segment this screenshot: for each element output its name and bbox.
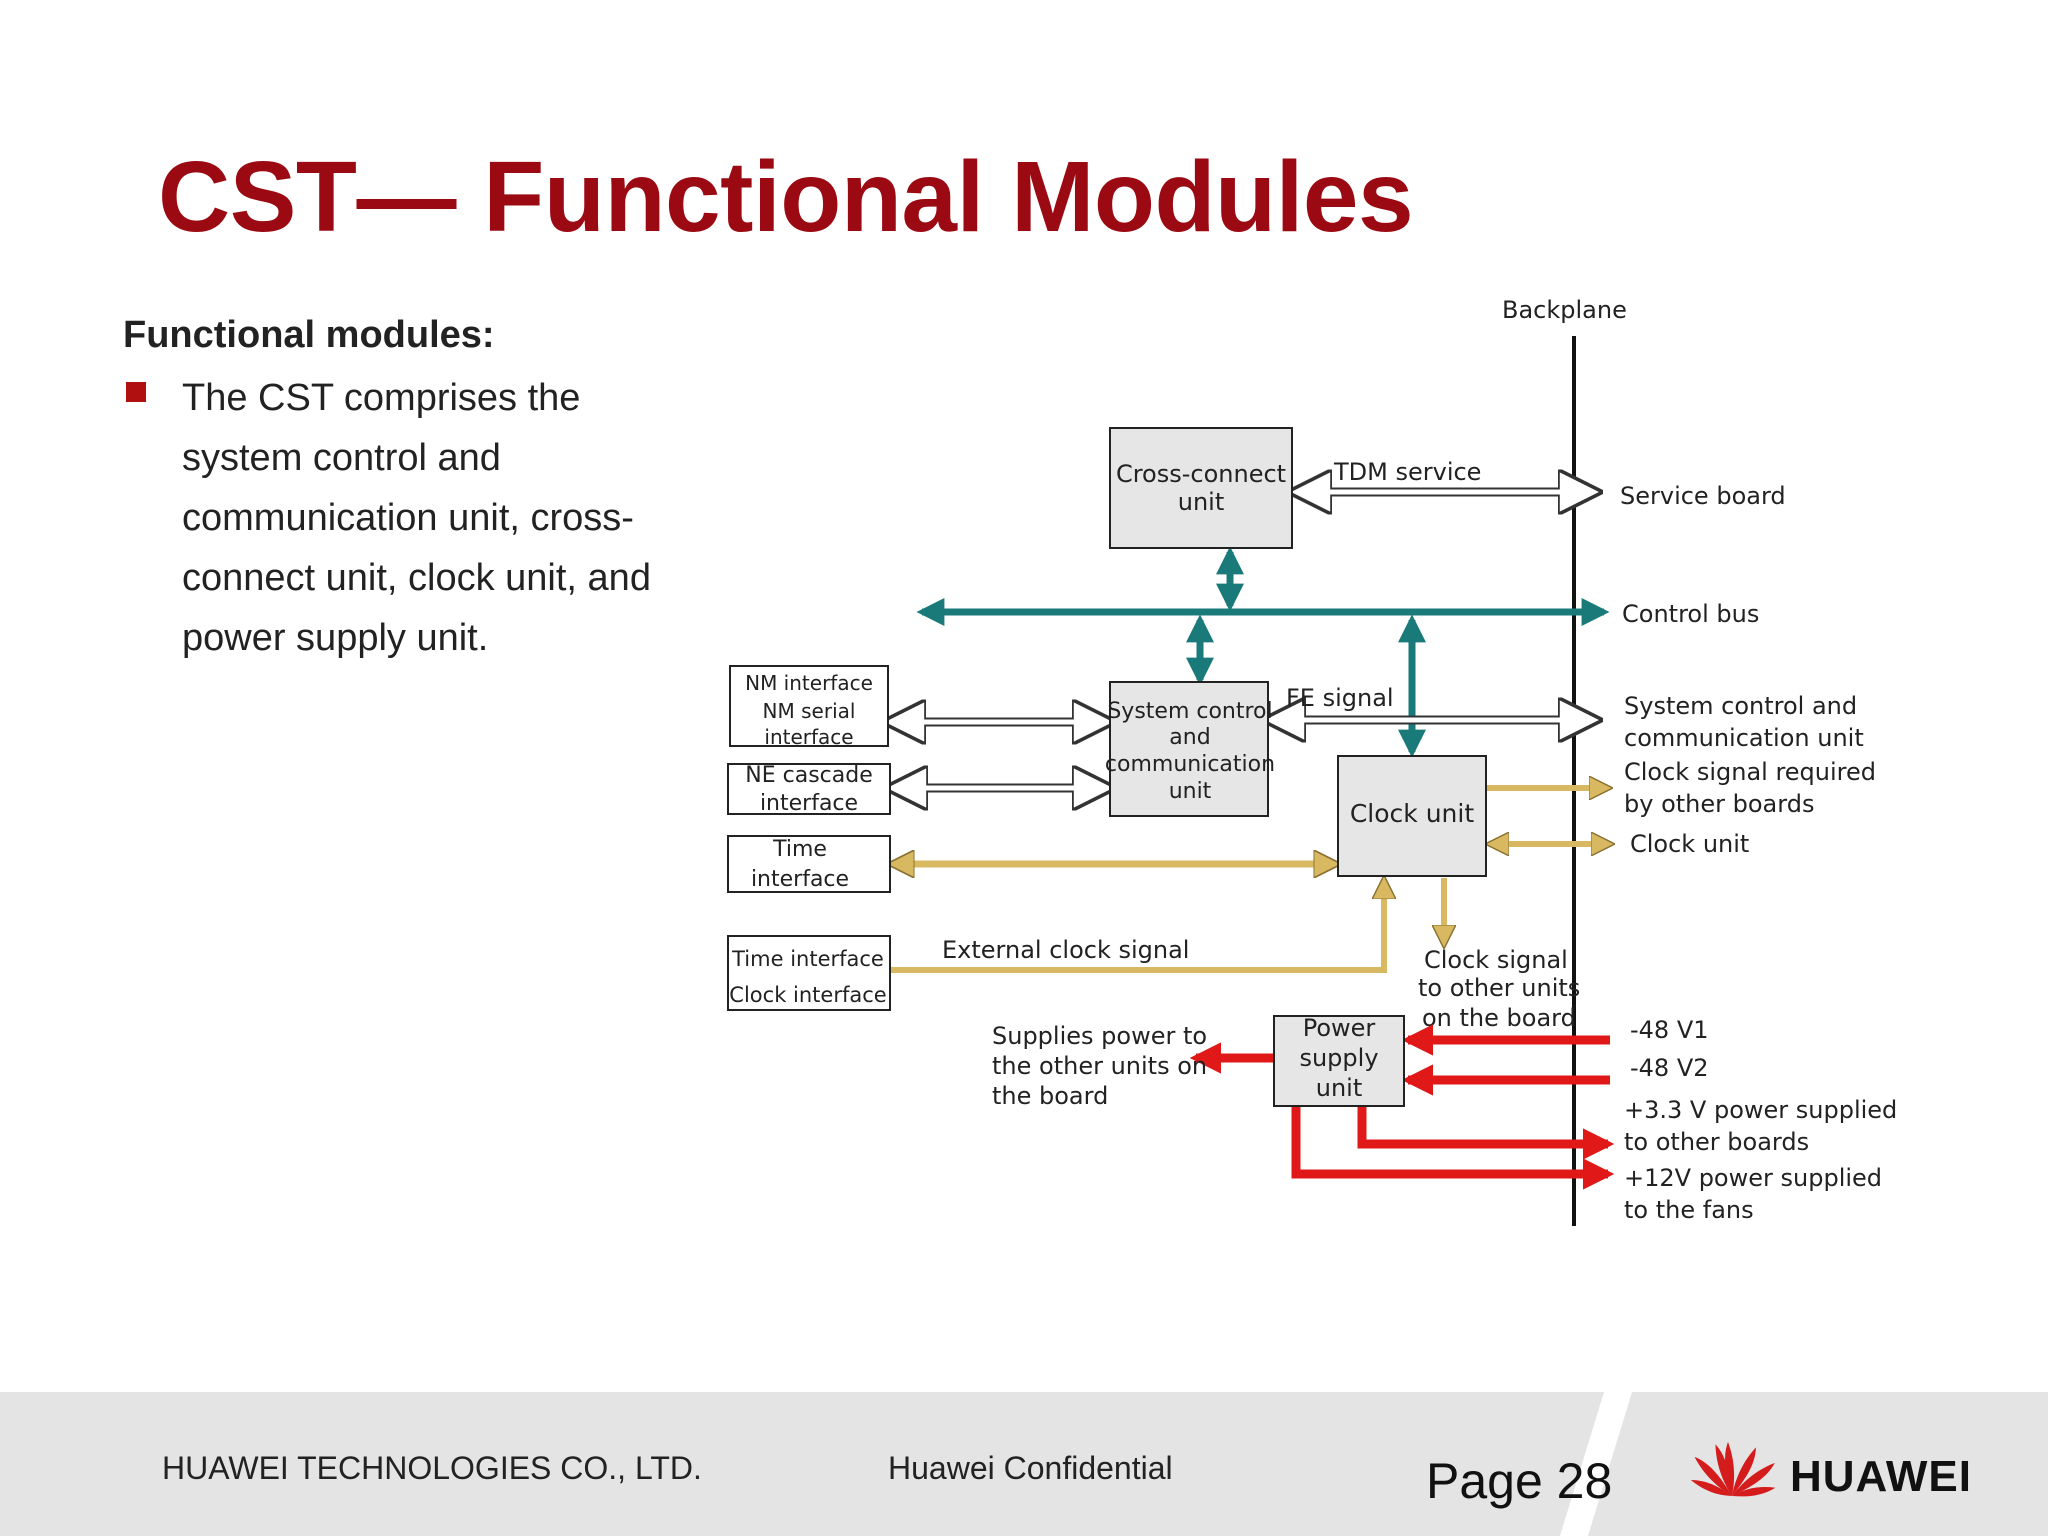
nm-interface-box <box>729 665 889 747</box>
control-bus-label: Control bus <box>1622 600 1759 628</box>
system-control-label-1: System control <box>1107 699 1272 724</box>
page-number: Page 28 <box>1426 1453 1613 1509</box>
clock-to-units-label-2: to other units <box>1418 974 1580 1002</box>
power-supply-label-1: Power <box>1303 1014 1376 1042</box>
system-control-box <box>1109 681 1269 817</box>
supplies-power-label-3: the board <box>992 1082 1108 1110</box>
clock-unit-label: Clock unit <box>1350 799 1475 828</box>
time-clock-interface-label-2: Clock interface <box>729 983 886 1007</box>
sys-ctrl-label-1: System control and <box>1624 692 1857 720</box>
functional-diagram: Backplane Control bus TDM service Servic… <box>727 296 1897 1226</box>
huawei-logo-text: HUAWEI <box>1790 1452 1972 1501</box>
cross-connect-label-2: unit <box>1178 488 1225 516</box>
tdm-label: TDM service <box>1333 458 1481 486</box>
cross-connect-label-1: Cross-connect <box>1116 460 1286 488</box>
subheading: Functional modules: <box>123 314 495 356</box>
system-control-label-2: and <box>1169 725 1210 750</box>
time-clock-interface-label-1: Time interface <box>731 947 884 971</box>
clock-unit-box <box>1337 755 1487 877</box>
bullet-marker <box>126 382 146 402</box>
cross-connect-box <box>1109 427 1293 549</box>
supplies-power-label-1: Supplies power to <box>992 1022 1207 1050</box>
fe-label: FE signal <box>1286 684 1394 712</box>
ne-cascade-label-2: interface <box>760 791 858 816</box>
footer-company: HUAWEI TECHNOLOGIES CO., LTD. <box>162 1450 702 1486</box>
nm-interface-label-2: NM serial <box>763 699 856 723</box>
p33-label-2: to other boards <box>1624 1128 1809 1156</box>
footer-stripe <box>1560 1392 1632 1536</box>
clock-required-label-2: by other boards <box>1624 790 1814 818</box>
time-interface-label-1: Time <box>772 837 827 862</box>
p12-label-2: to the fans <box>1624 1196 1754 1224</box>
clock-unit-right-label: Clock unit <box>1630 830 1749 858</box>
power-supply-label-2: supply <box>1299 1044 1378 1072</box>
backplane-label: Backplane <box>1502 296 1627 324</box>
v2-label: -48 V2 <box>1630 1054 1709 1082</box>
footer-confidential: Huawei Confidential <box>888 1450 1173 1486</box>
time-interface-box <box>727 835 891 893</box>
p12-label-1: +12V power supplied <box>1624 1164 1882 1192</box>
time-interface-label-2: interface <box>751 867 849 892</box>
p33-label-1: +3.3 V power supplied <box>1624 1096 1897 1124</box>
clock-required-label-1: Clock signal required <box>1624 758 1876 786</box>
sys-ctrl-label-2: communication unit <box>1624 724 1864 752</box>
external-clock-line <box>890 880 1384 973</box>
system-control-label-3: communication <box>1105 752 1275 777</box>
bullet-text: The CST comprises the system control and… <box>182 377 651 659</box>
nm-interface-label-3: interface <box>764 725 853 749</box>
clock-to-units-label-3: on the board <box>1422 1004 1576 1032</box>
slide-title: CST— Functional Modules <box>158 141 1414 253</box>
p33-arrow <box>1357 1106 1615 1160</box>
p12-arrow <box>1291 1106 1615 1190</box>
huawei-logo-icon <box>1690 1442 1776 1497</box>
external-clock-label: External clock signal <box>942 936 1189 964</box>
nm-interface-label-1: NM interface <box>745 671 873 695</box>
ne-cascade-label-1: NE cascade <box>745 763 872 788</box>
time-clock-interface-box <box>727 935 891 1011</box>
power-supply-label-3: unit <box>1316 1074 1363 1102</box>
ne-cascade-box <box>727 763 891 815</box>
system-control-label-4: unit <box>1169 779 1212 804</box>
v1-label: -48 V1 <box>1630 1016 1709 1044</box>
power-supply-box <box>1273 1015 1405 1107</box>
service-board-label: Service board <box>1620 482 1786 510</box>
supplies-power-label-2: the other units on <box>992 1052 1207 1080</box>
clock-to-units-label-1: Clock signal <box>1424 946 1568 974</box>
